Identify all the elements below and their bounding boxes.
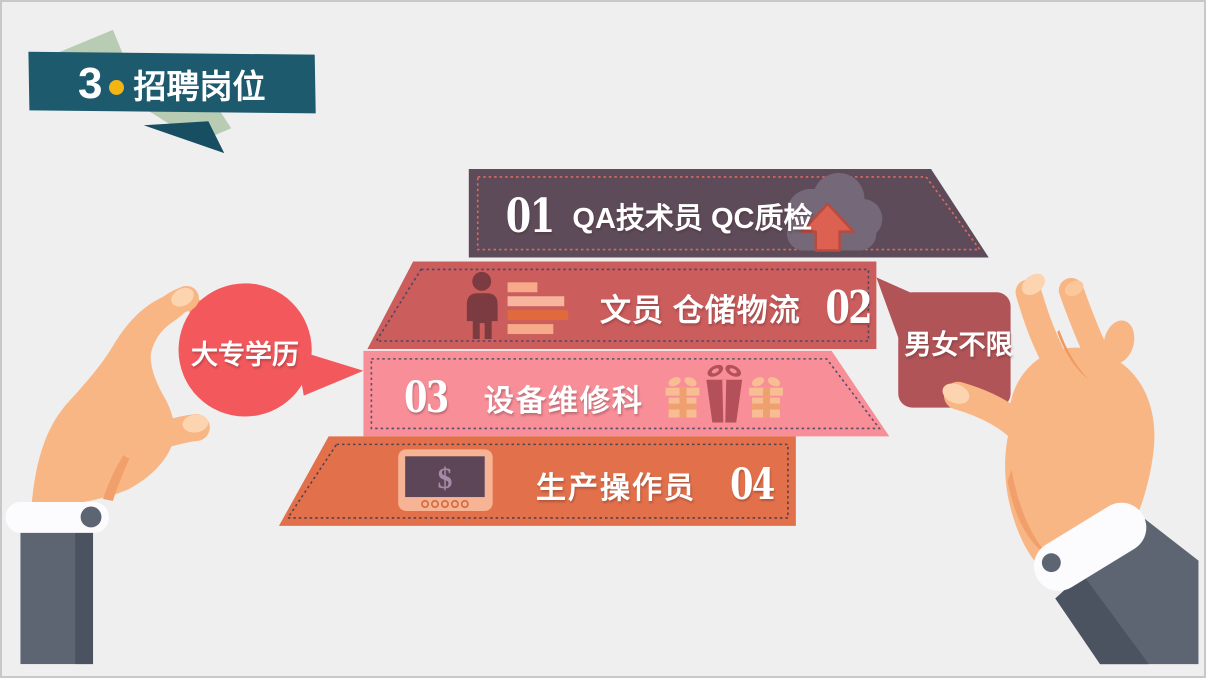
thumbnail [942, 383, 970, 404]
title-label: 招聘岗位 [133, 70, 266, 106]
banner-02-bg [367, 261, 877, 349]
coin-dots [421, 500, 469, 508]
folded-finger [1103, 320, 1135, 364]
person-stats-icon [466, 271, 569, 339]
banner-02-dashed-border [374, 268, 870, 342]
middle-fingernail [1064, 280, 1084, 297]
banner-02-shape [367, 261, 877, 349]
left-callout-text: 大专学历 [191, 339, 299, 370]
right-sleeve [1033, 502, 1199, 665]
stat-bar [507, 310, 569, 321]
gift-bow [668, 377, 681, 387]
stat-bar [507, 296, 565, 307]
index-fingernail [171, 287, 194, 307]
banner-02-label: 文员 仓储物流 [600, 292, 801, 328]
stat-bar [507, 282, 538, 293]
title-banner-shape [28, 51, 316, 114]
banner-03-label: 设备维修科 [483, 385, 644, 418]
right-callout-bubble [876, 277, 1011, 408]
coin-dot [421, 500, 430, 508]
index-fingernail [1021, 273, 1046, 295]
gift-ribbon [763, 387, 771, 418]
gift-ribbon [679, 387, 687, 418]
gift-slit [722, 379, 727, 423]
person-head [472, 271, 492, 291]
coin-dot [440, 500, 449, 508]
gift-small-left [665, 377, 700, 418]
left-fingers [119, 285, 210, 459]
bubble-tail [295, 349, 364, 396]
banner-02-text: 文员 仓储物流 02 [600, 280, 877, 334]
banner-04-label: 生产操作员 [536, 472, 696, 505]
gift-boxes-icon [665, 364, 783, 423]
slide-title: 3 招聘岗位 [78, 56, 265, 112]
banner-03-text: 03 设备维修科 [398, 372, 644, 424]
finger-shade [1057, 330, 1090, 380]
gift-ribbon [668, 403, 697, 410]
banner-04-dashed-border [286, 443, 789, 519]
banner-01-number: 01 [505, 188, 555, 244]
bubble-circle [178, 283, 312, 417]
banner-03-number: 03 [404, 373, 449, 423]
sleeve-shade [75, 526, 94, 665]
gift-ribbon [752, 403, 780, 410]
thumbnail [182, 414, 209, 433]
palm-shade [1007, 469, 1048, 555]
cuff-button [1041, 553, 1061, 573]
dollar-symbol: $ [437, 462, 452, 495]
gift-bow-hole [711, 368, 719, 374]
gift-bow [767, 377, 781, 387]
banner-04-number: 04 [730, 460, 775, 510]
coin-dot [460, 500, 469, 508]
banner-03-dashed-border [370, 358, 881, 430]
left-callout-bubble [178, 283, 364, 417]
coin-dot [431, 500, 439, 508]
gift-large-center [706, 364, 743, 423]
banner-01-text: 01 QA技术员 QC质检 [499, 188, 813, 244]
banner-04-text: 生产操作员 04 [536, 459, 780, 511]
cuff-button [80, 506, 102, 528]
left-arm-base [31, 292, 191, 508]
title-dot-icon [109, 79, 125, 95]
person-body [466, 293, 498, 339]
coin-dot [450, 500, 459, 508]
cuff [5, 502, 109, 533]
stat-bar [507, 324, 554, 335]
banner-01-label: QA技术员 QC质检 [572, 203, 813, 235]
title-ribbon [28, 29, 316, 154]
cuff [1033, 502, 1147, 591]
display-screen [405, 456, 485, 498]
left-sleeve [5, 502, 109, 665]
sleeve-shade [1055, 573, 1149, 665]
banner-02-number: 02 [825, 280, 872, 334]
title-number: 3 [78, 59, 103, 108]
cloud-upload-icon [786, 172, 883, 252]
bubble-square [898, 292, 1011, 408]
right-callout-text: 男女不限 [904, 329, 1013, 360]
gift-bow [684, 377, 697, 387]
upload-arrow [800, 202, 855, 252]
money-display-icon: $ [398, 449, 493, 511]
gift-bow-hole [729, 368, 737, 374]
gift-bow [751, 377, 765, 387]
ribbon-fold-bottom-dark [143, 121, 225, 154]
gift-small-right [749, 377, 783, 418]
